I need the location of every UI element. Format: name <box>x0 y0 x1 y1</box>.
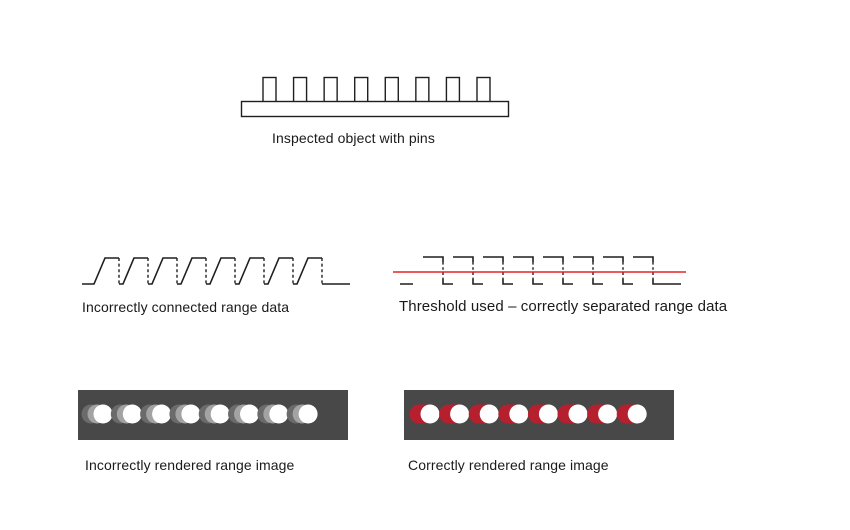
threshold-range-label: Threshold used – correctly separated ran… <box>399 298 728 315</box>
incorrect-render-label: Incorrectly rendered range image <box>85 457 295 473</box>
correct-render-figure <box>404 390 674 440</box>
connected-range-label: Incorrectly connected range data <box>82 299 290 315</box>
threshold-range-figure <box>393 256 686 285</box>
connected-range-figure <box>82 257 350 285</box>
correct-render-label: Correctly rendered range image <box>408 457 609 473</box>
incorrect-render-figure <box>78 390 348 440</box>
inspected-object-figure <box>240 76 510 118</box>
inspected-object-label: Inspected object with pins <box>272 130 435 146</box>
